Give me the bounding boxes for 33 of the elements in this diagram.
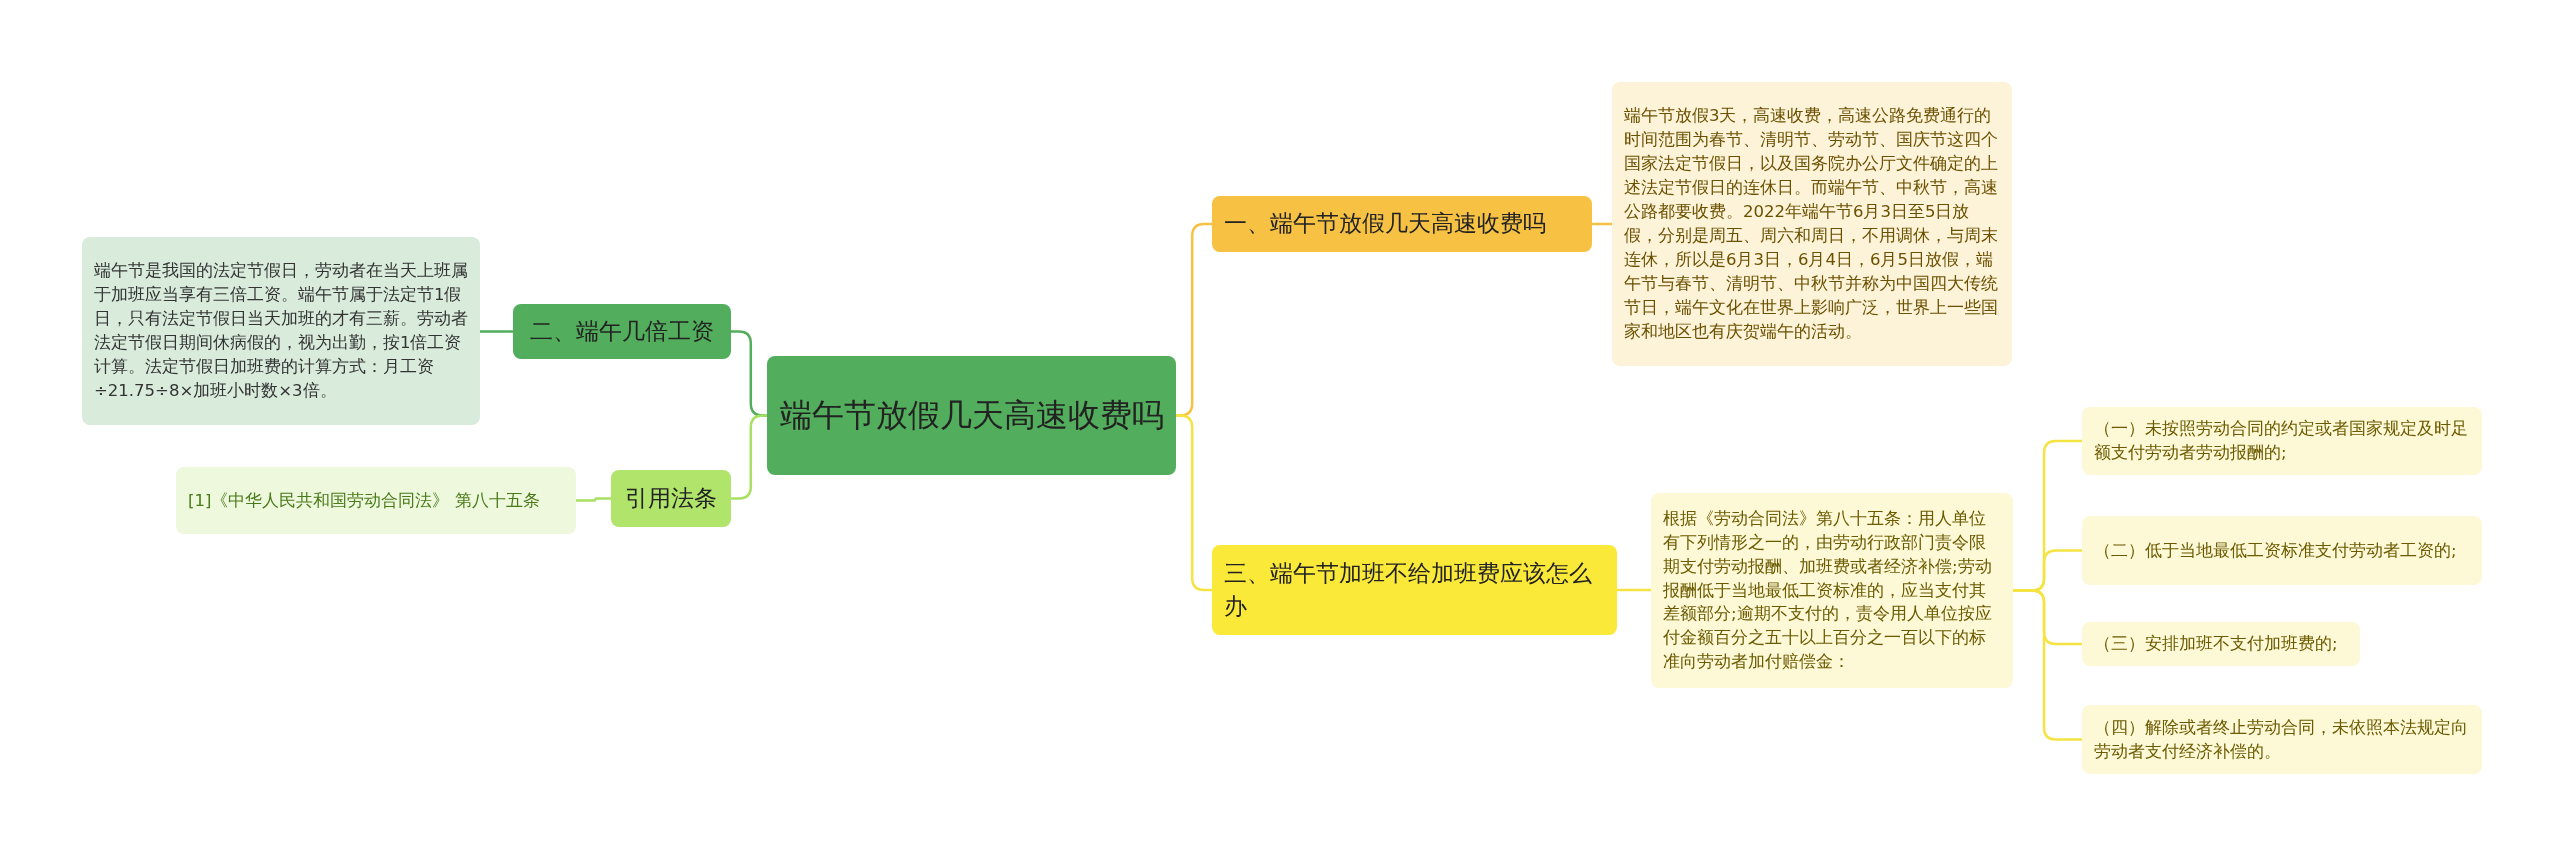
connector-line	[1617, 588, 1651, 592]
detail-note-box	[82, 237, 480, 425]
branch-topic-box	[1212, 545, 1617, 635]
reference-note-box	[176, 467, 576, 534]
branch-topic-box	[611, 470, 731, 527]
branch-topic-box	[513, 304, 731, 359]
connector-line	[1592, 222, 1612, 226]
topic-text: 二、端午几倍工资	[530, 316, 714, 346]
topic-text: （二）低于当地最低工资标准支付劳动者工资的;	[2094, 539, 2457, 562]
connector-line	[731, 414, 767, 500]
detail-note-box	[1651, 493, 2013, 688]
connector-line	[576, 497, 611, 502]
topic-text: （一）未按照劳动合同的约定或者国家规定及时足额支付劳动者劳动报酬的;	[2094, 418, 2469, 464]
topic-text: 三、端午节加班不给加班费应该怎么办	[1224, 558, 1593, 621]
detail-note-box	[2082, 705, 2482, 774]
topic-text: 端午节放假3天，高速收费，高速公路免费通行的时间范围为春节、清明节、劳动节、国庆节这四个国家法定节假日，以及国务院办公厅文件确定的上述法定节假日的连休日。而端午节、中秋节，高速公路都要收费。2022年端午节6月3日至5日放假，分别是周五、周六和周日，不用调休，与周末连休，所以是6月3日，6月4日，6月5日放假，端午节与春节、清明节、中秋节并称为中国四大传统节日，端午文化在世界上影响广泛，世界上一些国家和地区也有庆贺端午的活动。	[1624, 105, 1999, 343]
detail-note-box	[1612, 82, 2012, 366]
branch-topic-box	[1212, 196, 1592, 252]
topic-text: 端午节是我国的法定节假日，劳动者在当天上班属于加班应当享有三倍工资。端午节属于法定节1假日，只有法定节假日当天加班的才有三薪。劳动者法定节假日期间休病假的，视为出勤，按1倍工资计算。法定节假日加班费的计算方式：月工资÷21.75÷8×加班小时数×3倍。	[94, 260, 468, 402]
topic-text: （四）解除或者终止劳动合同，未依照本法规定向劳动者支付经济补偿的。	[2094, 716, 2469, 763]
topic-text: 根据《劳动合同法》第八十五条：用人单位有下列情形之一的，由劳动行政部门责令限期支付劳动报酬、加班费或者经济补偿;劳动报酬低于当地最低工资标准的，应当支付其差额部分;逾期不支付的，责令用人单位按应付金额百分之五十以上百分之一百以下的标准向劳动者加付赔偿金：	[1663, 507, 1993, 674]
topic-text: 端午节放假几天高速收费吗	[779, 395, 1164, 437]
topic-text: （三）安排加班不支付加班费的;	[2094, 633, 2338, 656]
detail-note-box	[2082, 516, 2482, 585]
topic-text: 一、端午节放假几天高速收费吗	[1224, 209, 1546, 239]
topic-text: [1]《中华人民共和国劳动合同法》 第八十五条	[188, 489, 540, 512]
connector-line	[2013, 589, 2082, 741]
connector-line	[1176, 414, 1212, 592]
connector-line	[480, 330, 513, 333]
topic-text: 引用法条	[625, 483, 717, 513]
detail-note-box	[2082, 622, 2360, 666]
detail-note-box	[2082, 407, 2482, 475]
root-topic-box	[767, 356, 1176, 475]
